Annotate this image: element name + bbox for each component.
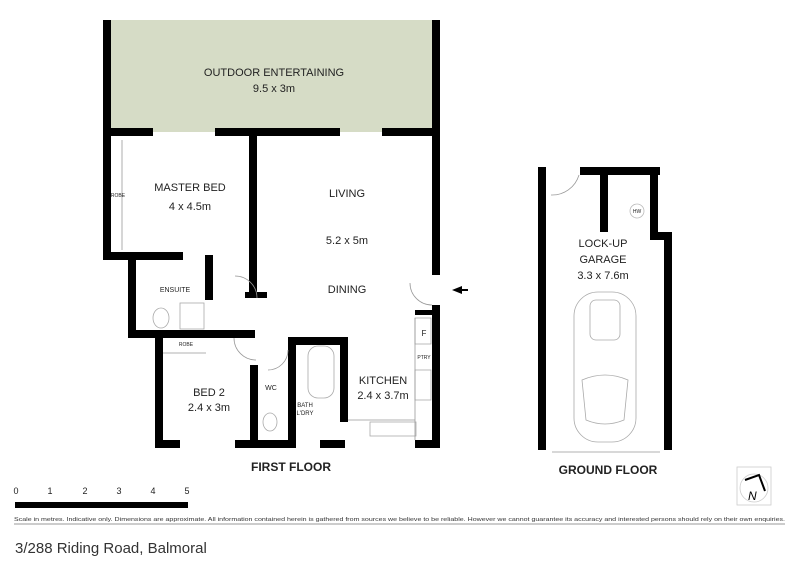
north-compass-icon: N — [736, 466, 772, 506]
living-size: 5.2 x 5m — [326, 235, 368, 247]
hot-water-label: HW — [633, 209, 642, 215]
north-letter: N — [748, 489, 757, 503]
scale-tick: 3 — [116, 486, 121, 496]
master-robe-label: ROBE — [111, 193, 126, 199]
ensuite-label: ENSUITE — [160, 287, 191, 294]
scale-bar: 0 1 2 3 4 5 — [13, 486, 190, 508]
garage-label-1: LOCK-UP — [579, 238, 628, 250]
fixtures — [121, 140, 468, 440]
first-floor-title: FIRST FLOOR — [251, 460, 331, 474]
kitchen-size: 2.4 x 3.7m — [357, 390, 408, 402]
first-floor-walls — [103, 20, 440, 448]
master-bed-label: MASTER BED — [154, 182, 226, 194]
outdoor-entertaining-area — [108, 20, 436, 132]
property-address: 3/288 Riding Road, Balmoral — [15, 540, 207, 557]
disclaimer-text: Scale in metres. Indicative only. Dimens… — [14, 517, 785, 523]
car-icon — [573, 291, 637, 443]
garage-walls — [538, 167, 672, 453]
scale-tick: 0 — [13, 486, 18, 496]
hot-water-unit — [629, 203, 645, 219]
scale-tick: 4 — [150, 486, 155, 496]
entry-arrow-icon — [452, 286, 468, 294]
garage-size: 3.3 x 7.6m — [577, 270, 628, 282]
outdoor-label: OUTDOOR ENTERTAINING — [204, 67, 344, 79]
laundry-label: L'DRY — [296, 411, 313, 417]
outdoor-size: 9.5 x 3m — [253, 83, 295, 95]
living-label: LIVING — [329, 188, 365, 200]
scale-tick: 1 — [47, 486, 52, 496]
bed2-size: 2.4 x 3m — [188, 402, 230, 414]
bath-label: BATH — [297, 403, 313, 409]
bed2-label: BED 2 — [193, 387, 225, 399]
bed2-robe-label: ROBE — [179, 342, 194, 348]
master-bed-size: 4 x 4.5m — [169, 201, 211, 213]
scale-tick: 5 — [184, 486, 189, 496]
dining-label: DINING — [328, 284, 367, 296]
wc-label: WC — [265, 385, 277, 392]
scale-tick: 2 — [82, 486, 87, 496]
ground-floor-title: GROUND FLOOR — [559, 463, 658, 477]
garage-label-2: GARAGE — [579, 254, 626, 266]
pantry-label: PTRY — [417, 355, 431, 361]
fridge-label: F — [422, 329, 427, 338]
kitchen-label: KITCHEN — [359, 375, 407, 387]
